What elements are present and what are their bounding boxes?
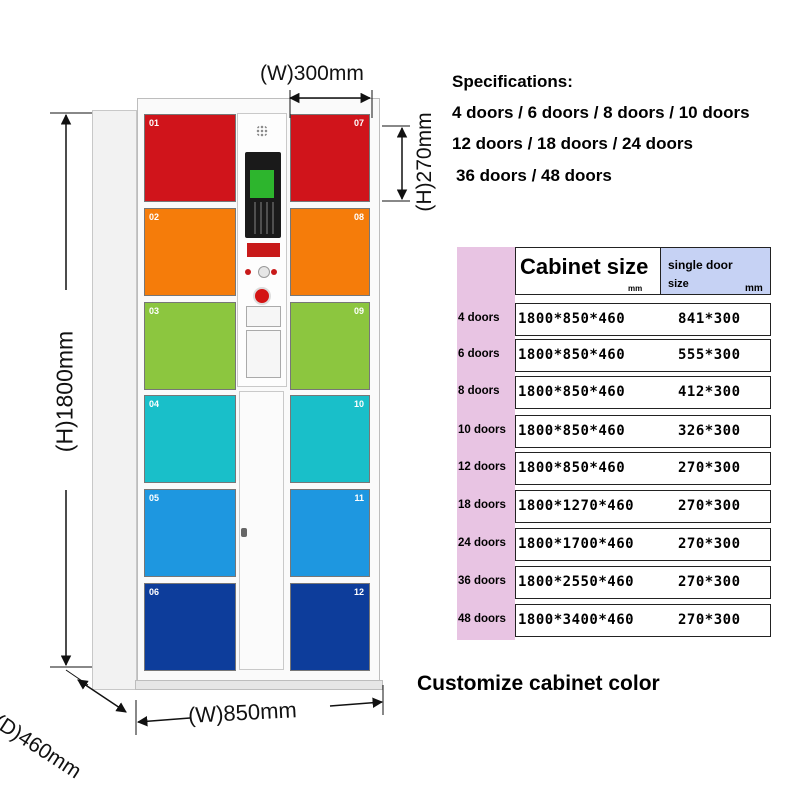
header-door-unit: mm	[745, 283, 763, 294]
cabinet-size-cell: 1800*850*460	[518, 384, 626, 400]
table-header-corner	[457, 247, 516, 295]
locker-door-03: 03	[144, 302, 236, 390]
door-size-cell: 412*300	[678, 384, 741, 400]
table-row	[515, 528, 771, 561]
spec-line: 36 doors / 48 doors	[456, 166, 612, 185]
cabinet-side-panel	[92, 110, 137, 690]
door-size-cell: 841*300	[678, 311, 741, 327]
table-row	[515, 303, 771, 336]
door-height-label: (H)270mm	[413, 112, 436, 212]
cabinet-size-cell: 1800*850*460	[518, 311, 626, 327]
cabinet-size-cell: 1800*1700*460	[518, 536, 635, 552]
row-label: 6 doors	[458, 348, 500, 360]
door-size-cell: 270*300	[678, 612, 741, 628]
door-number: 03	[149, 306, 160, 316]
door-number: 07	[353, 118, 364, 128]
row-label: 10 doors	[458, 424, 506, 436]
locker-door-04: 04	[144, 395, 236, 483]
locker-door-10: 10	[290, 395, 370, 483]
locker-door-01: 01	[144, 114, 236, 202]
red-sticker	[247, 243, 280, 257]
cabinet-size-cell: 1800*1270*460	[518, 498, 635, 514]
cabinet-height-label: (H)1800mm	[51, 330, 78, 453]
locker-door-02: 02	[144, 208, 236, 296]
header-cabinet-unit: mm	[628, 284, 643, 293]
row-label: 4 doors	[458, 312, 500, 324]
cabinet-width-arrow	[136, 716, 191, 727]
door-size-cell: 270*300	[678, 460, 741, 476]
door-number: 01	[149, 118, 160, 128]
door-number: 11	[354, 493, 364, 503]
row-label: 18 doors	[458, 499, 506, 511]
instruction-label	[246, 330, 281, 378]
row-label: 36 doors	[458, 575, 506, 587]
door-size-cell: 555*300	[678, 347, 741, 363]
door-number: 09	[353, 306, 364, 316]
table-row	[515, 490, 771, 523]
header-cabinet-size: Cabinet size	[520, 254, 649, 279]
cabinet-size-cell: 1800*850*460	[518, 460, 626, 476]
customize-color-caption: Customize cabinet color	[417, 672, 660, 695]
locker-door-12: 12	[290, 583, 370, 671]
emergency-button-icon	[253, 287, 271, 305]
table-label-column	[457, 295, 515, 640]
row-label: 8 doors	[458, 385, 500, 397]
door-size-cell: 270*300	[678, 574, 741, 590]
header-door-size: single door	[668, 258, 733, 272]
speaker-grille-icon	[256, 125, 268, 137]
table-row	[515, 339, 771, 372]
cabinet-size-cell: 1800*850*460	[518, 423, 626, 439]
instruction-label	[246, 306, 281, 327]
door-size-cell: 326*300	[678, 423, 741, 439]
locker-door-07: 07	[290, 114, 370, 202]
spec-line: 12 doors / 18 doors / 24 doors	[452, 134, 693, 153]
door-number: 08	[353, 212, 364, 222]
cabinet-size-cell: 1800*3400*460	[518, 612, 635, 628]
table-header-cabinet	[515, 247, 661, 295]
door-number: 05	[149, 493, 160, 503]
door-number: 12	[353, 587, 364, 597]
table-row	[515, 376, 771, 409]
table-row	[515, 566, 771, 599]
table-row	[515, 452, 771, 485]
locker-door-05: 05	[144, 489, 236, 577]
door-number: 06	[149, 587, 160, 597]
door-size-cell: 270*300	[678, 498, 741, 514]
door-size-cell: 270*300	[678, 536, 741, 552]
door-width-label: (W)300mm	[260, 62, 364, 85]
indicator-light-icon	[271, 269, 277, 275]
locker-door-06: 06	[144, 583, 236, 671]
header-door-size-2: size	[668, 278, 689, 290]
cabinet-depth-arrow	[77, 679, 127, 713]
cabinet-size-cell: 1800*2550*460	[518, 574, 635, 590]
locker-door-11: 11	[290, 489, 370, 577]
cabinet-size-cell: 1800*850*460	[518, 347, 626, 363]
round-button-icon	[258, 266, 270, 278]
lock-icon	[241, 528, 247, 537]
door-number: 10	[353, 399, 364, 409]
door-number: 02	[149, 212, 160, 222]
door-number: 04	[149, 399, 160, 409]
table-row	[515, 415, 771, 448]
terminal-screen	[250, 170, 274, 198]
spec-line: 4 doors / 6 doors / 8 doors / 10 doors	[452, 103, 750, 122]
indicator-light-icon	[245, 269, 251, 275]
locker-door-08: 08	[290, 208, 370, 296]
locker-door-09: 09	[290, 302, 370, 390]
table-row	[515, 604, 771, 637]
keypad	[250, 202, 276, 234]
spec-title: Specifications:	[452, 72, 573, 91]
row-label: 12 doors	[458, 461, 506, 473]
row-label: 48 doors	[458, 613, 506, 625]
table-header-door	[661, 247, 771, 295]
row-label: 24 doors	[458, 537, 506, 549]
